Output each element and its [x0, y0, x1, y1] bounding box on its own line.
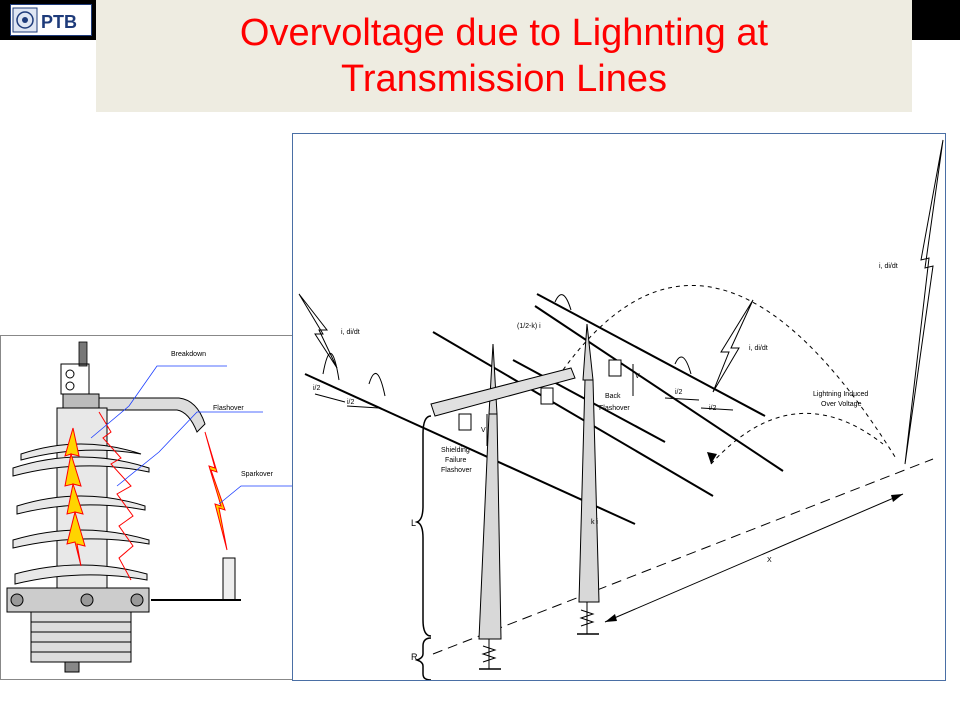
label-lightning-induced-2: Over Voltage	[821, 401, 862, 408]
tower-1	[430, 343, 576, 670]
logo-icon: PTB	[12, 7, 77, 33]
label-k-i: k i	[591, 519, 598, 526]
top-rod	[78, 341, 88, 367]
transmission-line-diagram: X	[292, 133, 946, 681]
page-title-line-2: Transmission Lines	[341, 58, 667, 100]
lightning-bolt-right	[904, 139, 944, 465]
label-back-flashover-2: Flashover	[599, 405, 630, 412]
label-L: L	[411, 518, 416, 528]
logo-text: PTB	[41, 12, 77, 32]
lightning-bolt-mid	[712, 299, 754, 393]
insulators	[458, 359, 622, 431]
insulator-body	[12, 407, 150, 589]
label-v-a: V	[481, 427, 486, 434]
label-i2-c: i/2	[675, 389, 683, 396]
ground-line	[432, 458, 934, 655]
induced-arc	[562, 285, 898, 461]
brace-R	[414, 637, 432, 681]
label-shielding-1: Shielding	[441, 447, 470, 454]
sparkover-label: Sparkover	[241, 471, 274, 478]
label-shielding-2: Failure	[445, 457, 467, 464]
label-v-b: V	[635, 373, 640, 380]
label-i2-d: i/2	[709, 405, 717, 412]
label-R: R	[411, 652, 418, 662]
label-shielding-3: Flashover	[441, 467, 472, 474]
label-lightning-induced-1: Lightning Induced	[813, 391, 868, 398]
flashover-path	[98, 411, 134, 581]
flashover-label: Flashover	[213, 405, 244, 412]
label-i-didt-left: i, di/dt	[341, 329, 360, 336]
lightning-bolt-left	[298, 293, 338, 369]
page-title-line-1: Overvoltage due to Lighnting at	[239, 12, 769, 54]
label-i2-b: i/2	[347, 399, 355, 406]
label-i-didt-mid: i, di/dt	[749, 345, 768, 352]
breakdown-bolt	[64, 427, 86, 567]
brace-L	[414, 415, 432, 637]
logo: PTB	[10, 4, 92, 36]
distance-label: X	[767, 557, 772, 564]
label-i-didt-right: i, di/dt	[879, 263, 898, 270]
breakdown-label: Breakdown	[171, 351, 206, 358]
label-i2-a: i/2	[313, 385, 321, 392]
insulator-diagram: Breakdown Flashover Sparkover	[0, 335, 298, 680]
label-back-flashover-1: Back	[605, 393, 621, 400]
distance-arrow	[604, 493, 904, 623]
label-half-minus-k: (1/2-k) i	[517, 323, 541, 330]
tower-2	[577, 323, 600, 635]
title-box: Overvoltage due to Lighnting at Transmis…	[96, 0, 912, 112]
sparkover-bolt	[204, 431, 228, 551]
conductors	[304, 293, 784, 525]
